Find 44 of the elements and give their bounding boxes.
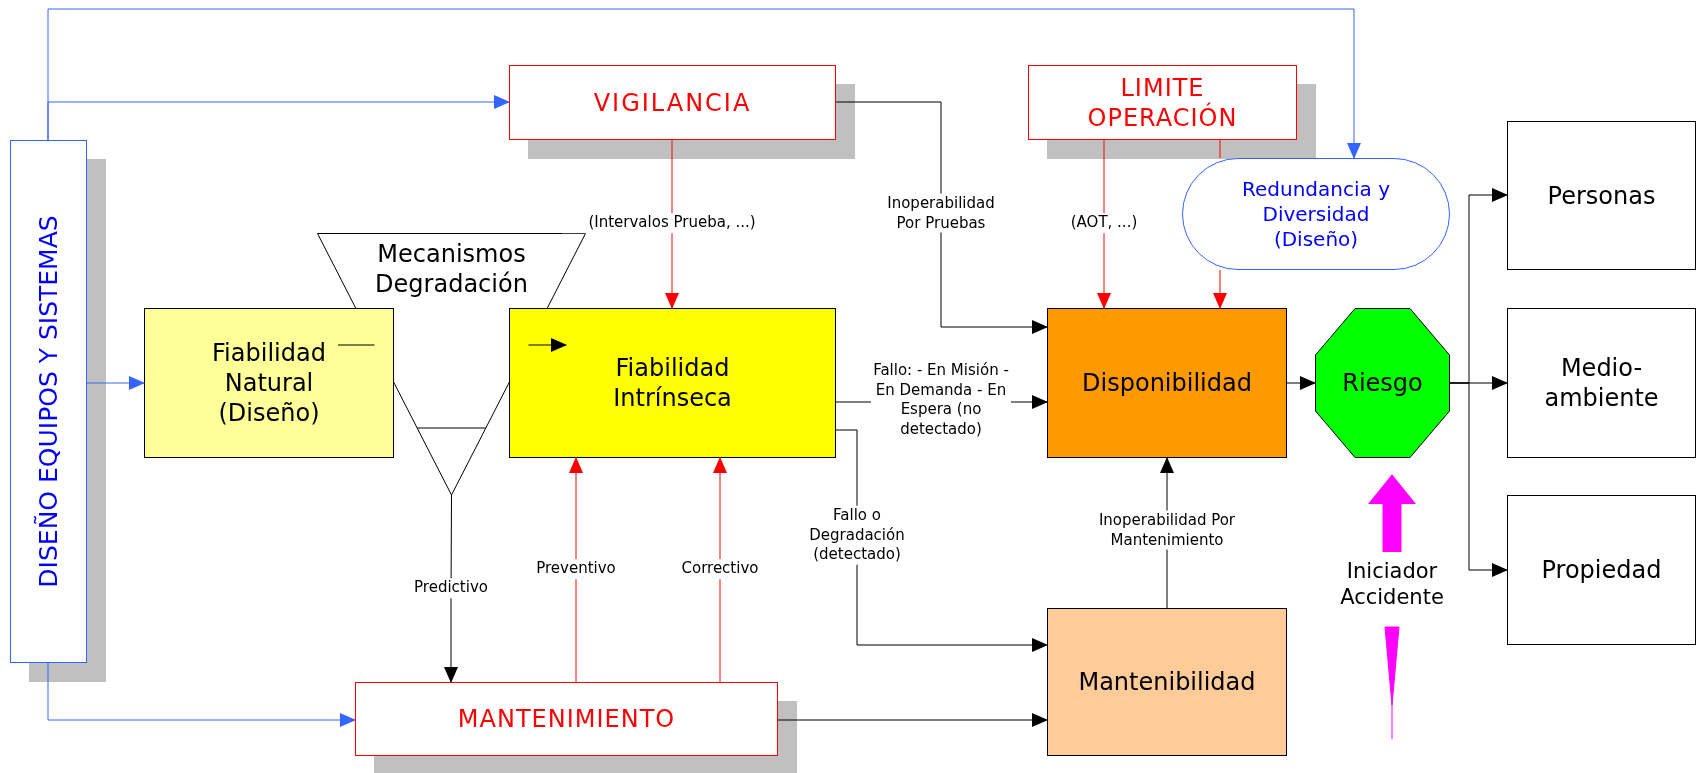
process-box — [509, 65, 836, 140]
arrow — [835, 101, 1048, 334]
arrow — [47, 662, 356, 727]
arrow — [86, 376, 145, 390]
box-label: Fiabilidad Intrínseca — [612, 353, 733, 413]
shape-label: Riesgo — [1342, 368, 1423, 398]
process-box — [1507, 495, 1696, 645]
process-box — [1047, 608, 1287, 756]
vertical-label: DISEÑO EQUIPOS Y SISTEMAS — [34, 215, 63, 588]
box-label: Medio-ambiente — [1543, 353, 1660, 413]
box-label: MANTENIMIENTO — [457, 704, 676, 734]
arrow — [713, 457, 727, 683]
arrow — [1097, 139, 1111, 309]
process-box — [1047, 308, 1287, 458]
vertical-box — [10, 140, 87, 663]
arrow-tail — [1384, 626, 1400, 740]
block-arrow — [1368, 474, 1416, 552]
process-box — [355, 682, 778, 756]
arrow — [569, 457, 583, 683]
process-box — [509, 308, 836, 458]
box-label: Disponibilidad — [1082, 368, 1252, 398]
box-label: Fiabilidad Natural (Diseño) — [211, 338, 327, 428]
arrow — [444, 494, 458, 683]
box-label: Redundancia y Diversidad (Diseño) — [1241, 176, 1391, 252]
box-label: VIGILANCIA — [593, 87, 752, 118]
shape-label: Mecanismos Degradación — [374, 239, 529, 299]
arrow — [1213, 269, 1227, 309]
process-box — [1028, 65, 1297, 140]
box-label: LIMITE OPERACIÓN — [1086, 72, 1239, 133]
process-box — [1507, 308, 1696, 458]
process-box — [144, 308, 394, 458]
arrow — [1449, 382, 1508, 577]
box-label: Mantenibilidad — [1078, 667, 1256, 697]
node-label: Iniciador Accidente — [1339, 557, 1445, 611]
arrow — [528, 338, 567, 352]
connector-line — [337, 344, 375, 346]
edge-label: Fallo: - En Misión - En Demanda - En Espera (no detectado) — [871, 361, 1011, 439]
box-label: Propiedad — [1541, 555, 1662, 585]
arrow — [47, 8, 1361, 159]
arrow — [777, 713, 1048, 727]
arrow — [1286, 376, 1316, 390]
box-label: Personas — [1547, 180, 1656, 211]
connector-line — [1219, 139, 1221, 159]
process-box — [1507, 121, 1696, 270]
